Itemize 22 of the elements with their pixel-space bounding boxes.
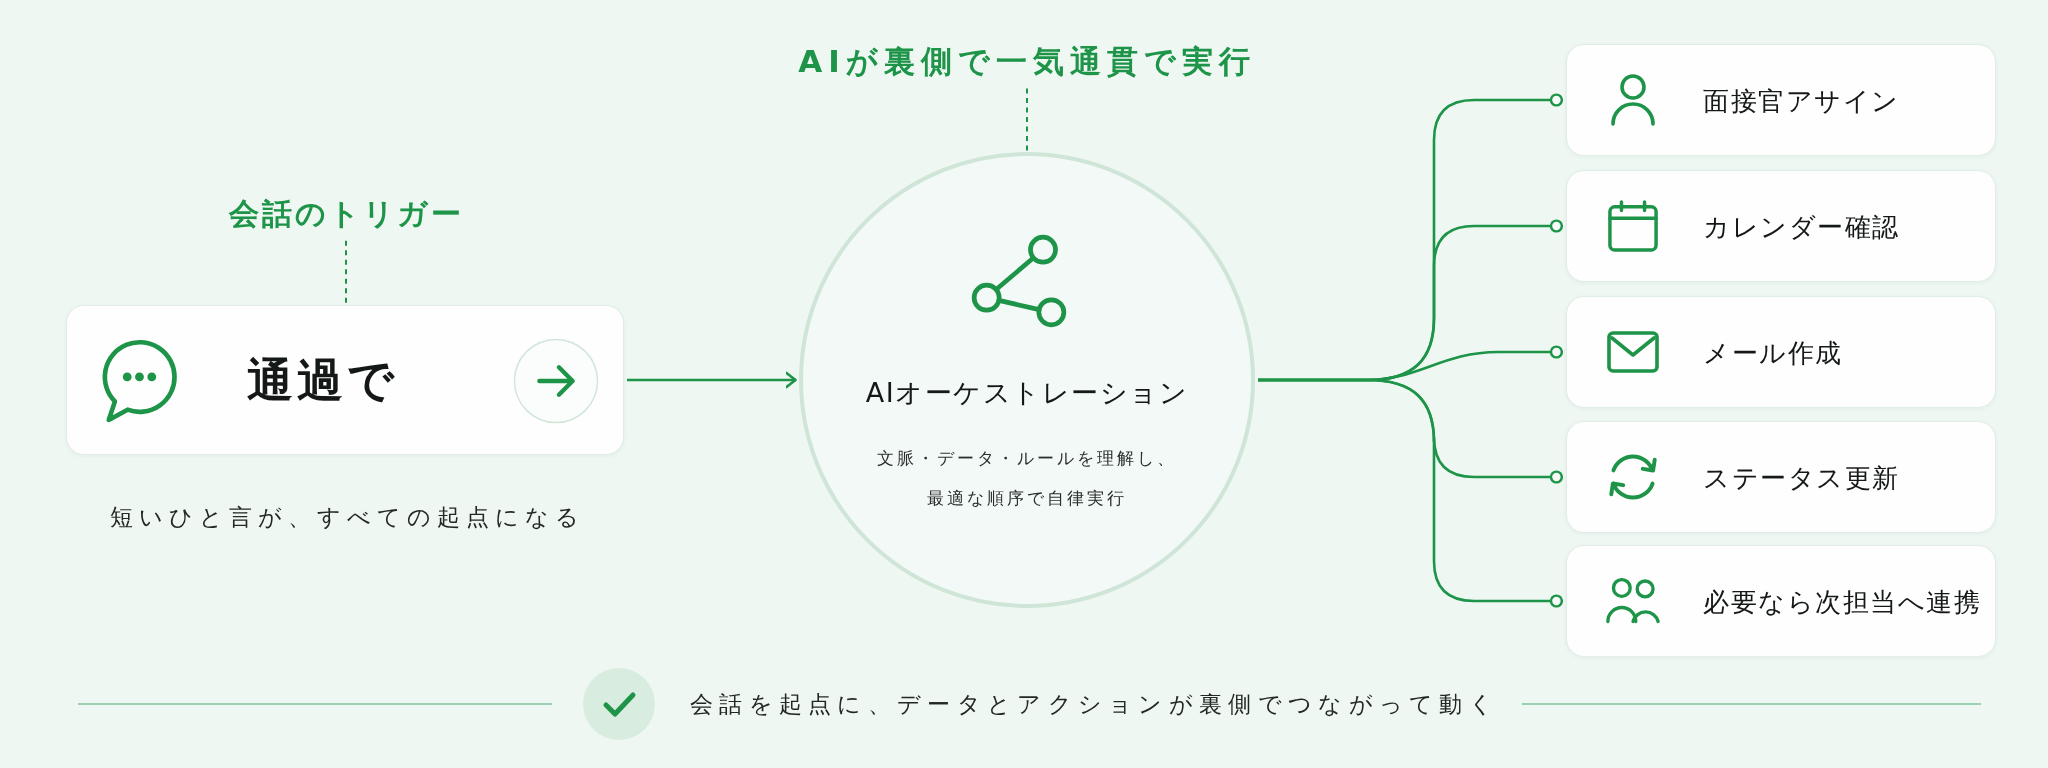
arrow (627, 371, 797, 389)
action-card (1566, 545, 1996, 657)
action-label: ステータス更新 (1703, 462, 1900, 495)
action-label: 必要なら次担当へ連携 (1703, 586, 1981, 619)
action-label: 面接官アサイン (1703, 85, 1900, 118)
leader-line (345, 239, 347, 305)
section-heading: AIが裏側で一気通貫で実行 (798, 41, 1256, 81)
leader-line (1026, 87, 1028, 152)
action-card (1566, 170, 1996, 282)
summary-caption: 会話を起点に、データとアクションが裏側でつながって動く (690, 690, 1500, 719)
trigger-card (66, 305, 624, 455)
orchestration-title: AIオーケストレーション (865, 376, 1189, 410)
section-heading: 会話のトリガー (228, 195, 464, 233)
action-card (1566, 44, 1996, 156)
action-label: メール作成 (1703, 337, 1843, 370)
action-card (1566, 421, 1996, 533)
orchestration-description: 文脈・データ・ルールを理解し、最適な順序で自律実行 (876, 447, 1178, 510)
action-label: カレンダー確認 (1703, 211, 1900, 244)
action-card (1566, 296, 1996, 408)
trigger-text: 通過で (247, 352, 398, 409)
branch-connector (1258, 378, 1563, 608)
card-caption: 短いひと言が、すべての起点になる (110, 503, 585, 532)
